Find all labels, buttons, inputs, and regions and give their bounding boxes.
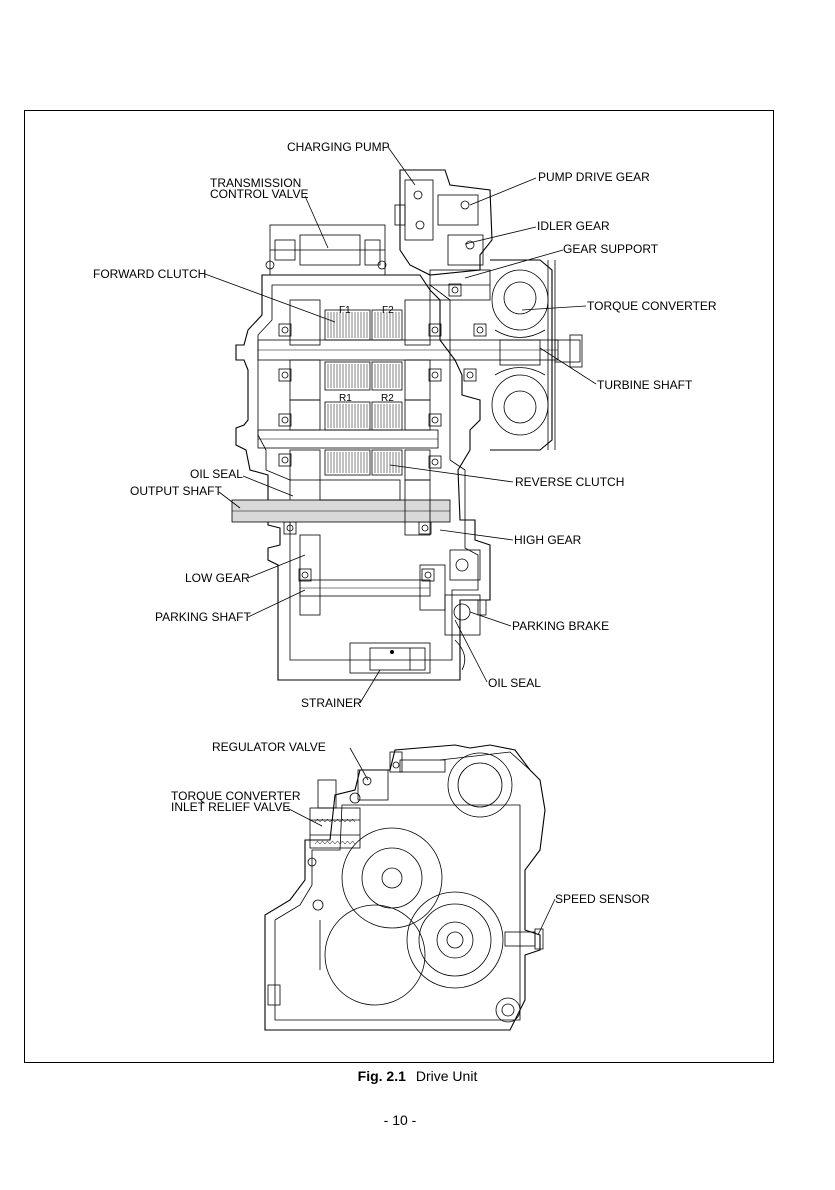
reverse-clutch-packs [324,401,403,476]
label-transmission-control-valve-line2: CONTROL VALVE [210,187,308,201]
valve-spring-coil [339,818,346,823]
bearing [278,453,292,467]
upper-section-view [231,169,583,681]
valve-spring-coil [319,840,326,845]
bearing [428,413,442,427]
bearing-ball [281,326,289,334]
label-high-gear: HIGH GEAR [514,533,582,547]
valve-spring-coil [344,818,351,823]
drive-unit-diagram: CHARGING PUMP PUMP DRIVE GEAR TRANSMISSI… [93,140,717,1031]
bearing [463,368,477,382]
bearing [421,568,435,582]
page-number: - 10 - [383,1112,417,1128]
bearing-ball [431,458,439,466]
bearing [298,568,312,582]
bearing-ball [281,371,289,379]
bearing-ball [421,524,429,532]
valve-spring-coil [314,818,321,823]
label-output-shaft: OUTPUT SHAFT [130,484,222,498]
valve-spring-coil [329,818,336,823]
part-labels: CHARGING PUMP PUMP DRIVE GEAR TRANSMISSI… [93,140,717,906]
label-turbine-shaft: TURBINE SHAFT [597,378,693,392]
figure-caption: Fig. 2.1 Drive Unit [0,1068,835,1084]
label-f2: F2 [382,305,394,316]
bearing [428,455,442,469]
bearing-ball [476,326,484,334]
figure-number: Fig. 2.1 [357,1068,406,1084]
valve-spring-coil [334,840,341,845]
bearing [428,368,442,382]
label-reverse-clutch: REVERSE CLUTCH [515,475,624,489]
label-parking-brake: PARKING BRAKE [512,619,609,633]
valve-spring-coil [324,840,331,845]
label-oil-seal-parking: OIL SEAL [488,676,541,690]
label-speed-sensor: SPEED SENSOR [555,892,650,906]
figure-title: Drive Unit [415,1068,478,1084]
label-torque-converter: TORQUE CONVERTER [587,299,717,313]
bearing [278,413,292,427]
bearing-ball [286,524,294,532]
label-r1: R1 [339,393,352,404]
label-idler-gear: IDLER GEAR [537,219,610,233]
valve-spring-coil [324,818,331,823]
bearing-ball [301,571,309,579]
valve-spring-coil [344,840,351,845]
forward-clutch-packs [324,309,403,391]
valve-spring-coil [334,818,341,823]
bearing [473,323,487,337]
label-pump-drive-gear: PUMP DRIVE GEAR [538,170,650,184]
valve-spring-coil [319,818,326,823]
label-tc-inlet-relief-line1: TORQUE CONVERTER [171,789,301,803]
label-oil-seal-output: OIL SEAL [190,467,243,481]
label-charging-pump: CHARGING PUMP [287,140,390,154]
bearing-ball [424,571,432,579]
bearing [418,521,432,535]
label-strainer: STRAINER [301,696,362,710]
bearing [278,323,292,337]
bearing-ball [431,326,439,334]
bearing [448,283,462,297]
valve-spring-coil [314,840,321,845]
leader-lines [204,146,597,936]
bearing-ball [281,456,289,464]
label-transmission-control-valve-line1: TRANSMISSION [210,176,301,190]
label-gear-support: GEAR SUPPORT [563,242,659,256]
label-tc-inlet-relief-line2: INLET RELIEF VALVE [171,800,290,814]
valve-spring-coil [349,818,356,823]
valve-spring-coil [349,840,356,845]
bearing-ball [281,416,289,424]
label-parking-shaft: PARKING SHAFT [155,610,251,624]
label-forward-clutch: FORWARD CLUTCH [93,267,206,281]
figure-frame [24,110,774,1063]
bearing [428,323,442,337]
bearing-ball [466,371,474,379]
lower-end-view [264,744,546,1031]
valve-spring-coil [339,840,346,845]
label-regulator-valve: REGULATOR VALVE [212,740,326,754]
label-f1: F1 [339,305,351,316]
bearing [278,368,292,382]
bearing-ball [431,371,439,379]
valve-spring-coil [329,840,336,845]
label-low-gear: LOW GEAR [185,571,250,585]
bearing-ball [451,286,459,294]
label-r2: R2 [381,393,394,404]
bearing-ball [431,416,439,424]
